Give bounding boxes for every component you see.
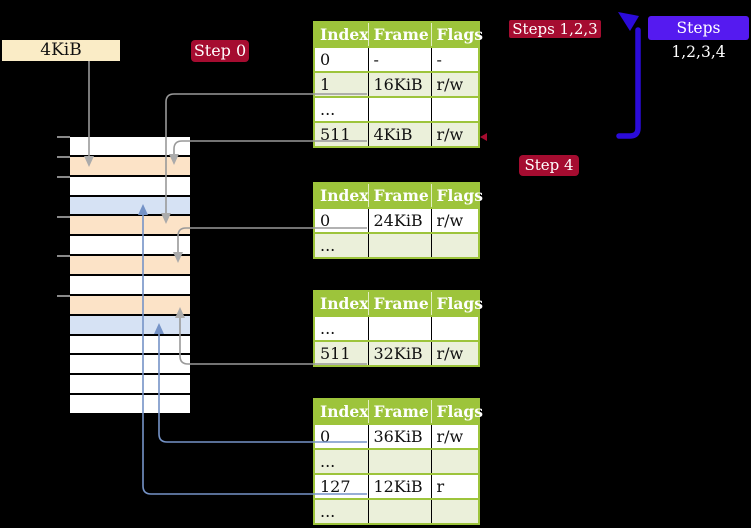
cell-flags (430, 96, 479, 122)
column-header: Index (314, 183, 368, 208)
table-row: ... (314, 96, 479, 122)
table-row: ... (314, 498, 479, 524)
steps-1234-badge: Steps 1,2,3,4 (648, 16, 749, 61)
column-header: Flags (430, 22, 483, 47)
page-table-2: Index Frame Flags 0 24KiB r/w ... (313, 182, 483, 259)
cell-frame: 24KiB (367, 207, 431, 233)
table-row: ... (314, 315, 479, 341)
cell-index: ... (314, 315, 368, 341)
cell-frame: 36KiB (367, 423, 431, 449)
table-header-row: Index Frame Flags (314, 291, 483, 316)
memory-tick (57, 255, 70, 257)
step4-badge: Step 4 (519, 155, 579, 176)
cell-flags (430, 232, 479, 258)
memory-frame-row (70, 295, 190, 316)
memory-frame-row (70, 315, 190, 336)
cell-frame: 4KiB (367, 121, 431, 147)
loop-arrow (616, 27, 641, 139)
memory-frame-row (70, 176, 190, 197)
memory-frame-row (70, 156, 190, 177)
cell-flags: - (430, 46, 479, 72)
cell-frame (367, 96, 431, 122)
table-row: 1 16KiB r/w (314, 71, 479, 97)
steps-123-badge: Steps 1,2,3 (509, 20, 601, 38)
cell-index: 1 (314, 71, 368, 97)
cell-flags: r/w (430, 340, 479, 366)
cell-frame (367, 232, 431, 258)
memory-tick (57, 216, 70, 218)
cell-flags: r (430, 473, 479, 499)
cell-frame: 12KiB (367, 473, 431, 499)
column-header: Flags (430, 291, 483, 316)
memory-frame-row (70, 335, 190, 356)
loop-arrowhead-icon (618, 12, 639, 31)
table-row: 0 36KiB r/w (314, 423, 479, 449)
memory-frame-row (70, 355, 190, 376)
cell-index: 0 (314, 207, 368, 233)
cell-index: 0 (314, 423, 368, 449)
cell-frame (367, 315, 431, 341)
memory-frame-row (70, 137, 190, 157)
memory-tick (57, 295, 70, 297)
cell-flags (430, 315, 479, 341)
cell-index: ... (314, 232, 368, 258)
memory-tick (57, 136, 70, 138)
page-table-4: Index Frame Flags 0 36KiB r/w ... 127 12… (313, 398, 483, 525)
column-header: Flags (430, 399, 483, 424)
cell-index: 511 (314, 121, 368, 147)
memory-frame-row (70, 395, 190, 416)
memory-frame-row (70, 256, 190, 277)
table-row: 127 12KiB r (314, 473, 479, 499)
cell-frame: 16KiB (367, 71, 431, 97)
frame-size-label-box: 4KiB (2, 40, 120, 61)
memory-tick (57, 176, 70, 178)
table-row: 0 - - (314, 46, 479, 72)
cell-flags: r/w (430, 71, 479, 97)
memory-frame-row (70, 276, 190, 296)
table-row: 0 24KiB r/w (314, 207, 479, 233)
page-table-3: Index Frame Flags ... 511 32KiB r/w (313, 290, 483, 367)
table-row: ... (314, 232, 479, 258)
cell-index: 511 (314, 340, 368, 366)
cell-index: 0 (314, 46, 368, 72)
memory-frame-row (70, 216, 190, 237)
recursive-row-marker-icon (480, 133, 487, 141)
column-header: Frame (367, 399, 431, 424)
cell-flags: r/w (430, 207, 479, 233)
step0-badge: Step 0 (191, 40, 249, 62)
column-header: Index (314, 22, 368, 47)
memory-frame-row (70, 236, 190, 257)
table-header-row: Index Frame Flags (314, 22, 483, 47)
memory-tick (57, 156, 70, 158)
cell-frame: 32KiB (367, 340, 431, 366)
column-header: Flags (430, 183, 483, 208)
cell-flags: r/w (430, 423, 479, 449)
cell-index: ... (314, 96, 368, 122)
column-header: Index (314, 399, 368, 424)
cell-index: ... (314, 498, 368, 524)
memory-frame-row (70, 375, 190, 396)
column-header: Index (314, 291, 368, 316)
cell-frame (367, 498, 431, 524)
cell-flags (430, 448, 479, 474)
cell-flags (430, 498, 479, 524)
column-header: Frame (367, 183, 431, 208)
memory-frame-row (70, 196, 190, 217)
cell-index: ... (314, 448, 368, 474)
cell-flags: r/w (430, 121, 479, 147)
page-table-1: Index Frame Flags 0 - - 1 16KiB r/w ... … (313, 21, 483, 148)
cell-frame: - (367, 46, 431, 72)
cell-frame (367, 448, 431, 474)
table-row: ... (314, 448, 479, 474)
table-header-row: Index Frame Flags (314, 399, 483, 424)
column-header: Frame (367, 22, 431, 47)
column-header: Frame (367, 291, 431, 316)
table-header-row: Index Frame Flags (314, 183, 483, 208)
table-row-recursive-highlight: 511 4KiB r/w (314, 121, 479, 147)
table-row: 511 32KiB r/w (314, 340, 479, 366)
cell-index: 127 (314, 473, 368, 499)
physical-memory-column (70, 137, 190, 416)
